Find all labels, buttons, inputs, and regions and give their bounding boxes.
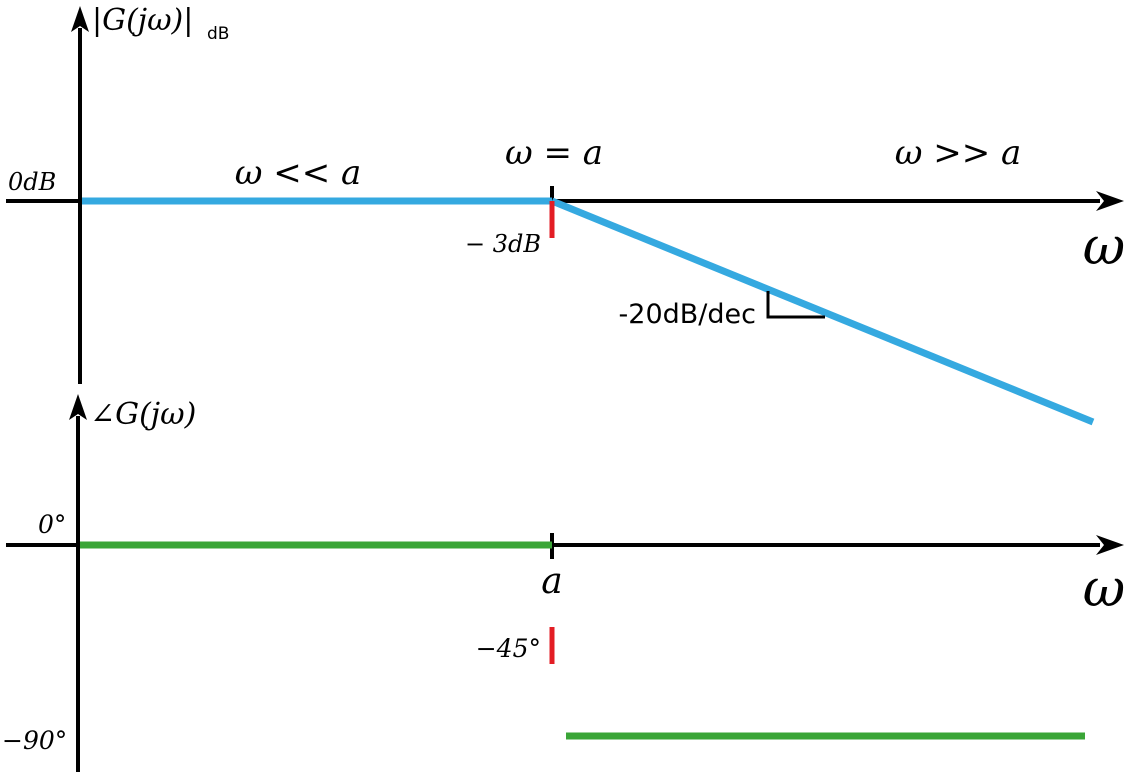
magnitude-sloped-asymptote xyxy=(550,197,1095,426)
magnitude-y-arrowhead xyxy=(71,6,89,32)
magnitude-y-axis-label: |G(jω)| xyxy=(92,3,193,38)
phase-x-arrowhead xyxy=(1096,535,1124,555)
corner-frequency-label: a xyxy=(541,561,562,602)
magnitude-x-axis-label: ω xyxy=(1083,217,1125,277)
magnitude-y-axis-label-sub: dB xyxy=(207,24,229,44)
phase-x-axis-label: ω xyxy=(1083,559,1125,619)
minus-45-label: −45° xyxy=(476,634,541,663)
region-low-label: ω << a xyxy=(235,153,362,193)
phase-y-axis-label: ∠G(jω) xyxy=(90,397,196,432)
magnitude-x-arrowhead xyxy=(1096,191,1124,211)
slope-label: -20dB/dec xyxy=(619,299,756,330)
zero-db-label: 0dB xyxy=(8,168,56,196)
phase-axes xyxy=(6,394,1124,772)
region-high-label: ω >> a xyxy=(895,133,1022,173)
phase-zero-label: 0° xyxy=(38,510,66,539)
region-corner-label: ω = a xyxy=(505,133,603,173)
phase-y-arrowhead xyxy=(69,394,87,420)
minus-3db-label: − 3dB xyxy=(465,230,541,258)
slope-indicator xyxy=(766,291,825,319)
minus-90-label: −90° xyxy=(2,726,67,755)
magnitude-axes xyxy=(6,6,1124,384)
